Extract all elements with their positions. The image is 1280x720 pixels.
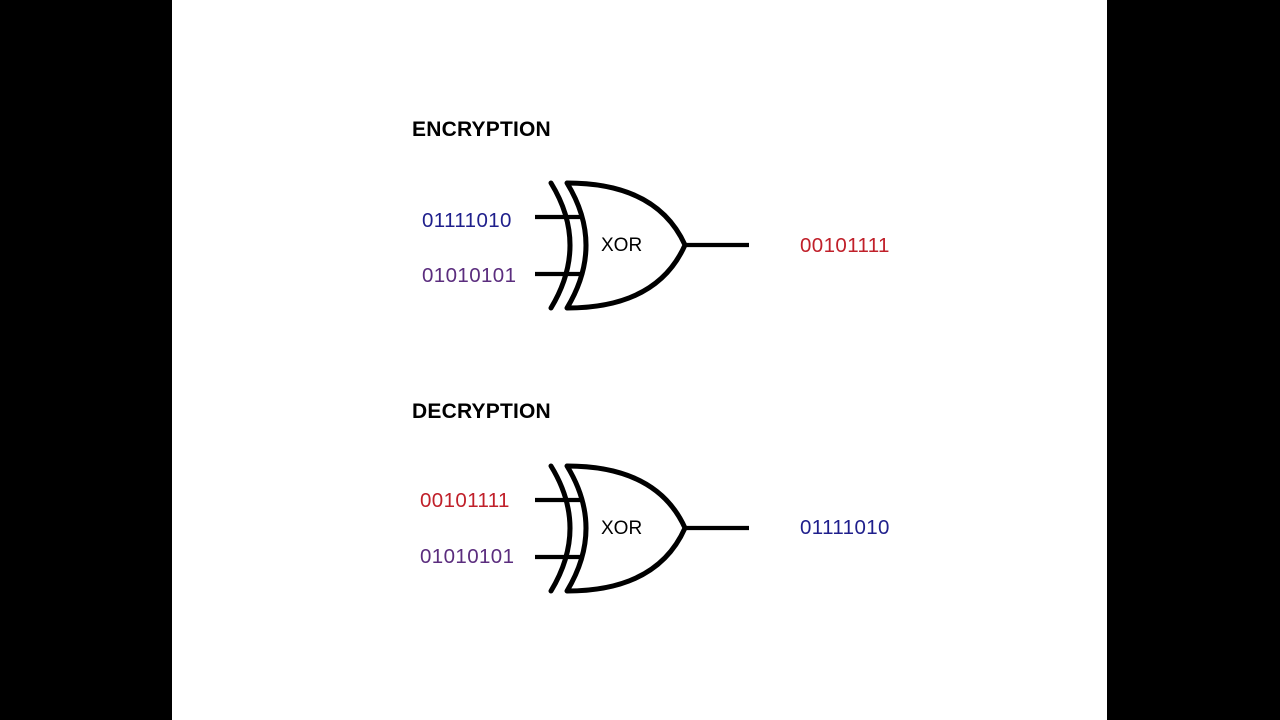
decryption-heading: DECRYPTION [412,400,551,423]
slide-canvas: ENCRYPTION 01111010 01010101 XOR [172,0,1107,720]
xor-gate-icon [535,180,749,311]
encryption-input-plaintext: 01111010 [422,209,512,232]
encryption-output-ciphertext: 00101111 [800,234,890,257]
encryption-gate-label: XOR [601,235,643,256]
decryption-gate-label: XOR [601,518,643,539]
decryption-input-ciphertext: 00101111 [420,489,510,512]
decryption-xor-gate: XOR [527,456,947,606]
encryption-xor-gate: XOR [527,175,947,325]
decryption-input-key: 01010101 [420,545,515,568]
encryption-heading: ENCRYPTION [412,118,551,141]
xor-gate-icon [535,463,749,594]
encryption-input-key: 01010101 [422,264,517,287]
letterbox-bar-right [1107,0,1280,720]
letterbox-bar-left [0,0,172,720]
decryption-output-plaintext: 01111010 [800,516,890,539]
